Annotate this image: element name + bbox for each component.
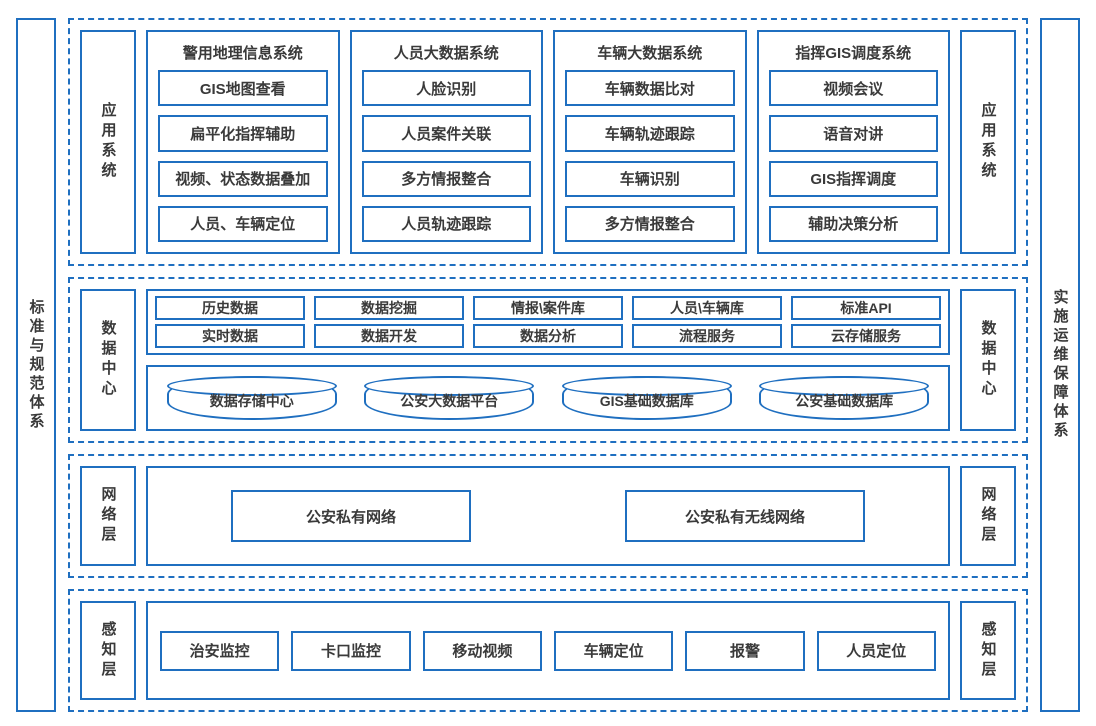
system-card-items: 车辆数据比对 车辆轨迹跟踪 车辆识别 多方情报整合 xyxy=(565,70,735,242)
right-pillar-operations: 实施运维保障体系 xyxy=(1040,18,1080,712)
layer-bands: 应用系统 警用地理信息系统 GIS地图查看 扁平化指挥辅助 视频、状态数据叠加 … xyxy=(68,18,1028,712)
data-service-chip[interactable]: 数据分析 xyxy=(473,324,623,348)
data-service-chip[interactable]: 历史数据 xyxy=(155,296,305,320)
network-label-text-left: 网络层 xyxy=(99,486,117,546)
data-service-chip[interactable]: 数据开发 xyxy=(314,324,464,348)
system-card-title: 指挥GIS调度系统 xyxy=(795,45,912,62)
perception-label-text-right: 感知层 xyxy=(979,620,997,681)
system-card-items: 人脸识别 人员案件关联 多方情报整合 人员轨迹跟踪 xyxy=(361,70,531,242)
perception-layer-label-right: 感知层 xyxy=(960,601,1016,700)
data-service-chip[interactable]: 情报\案件库 xyxy=(473,296,623,320)
system-card-title: 警用地理信息系统 xyxy=(182,45,303,62)
database-cylinder-icon[interactable]: 公安基础数据库 xyxy=(759,376,930,420)
system-card-gis[interactable]: 警用地理信息系统 GIS地图查看 扁平化指挥辅助 视频、状态数据叠加 人员、车辆… xyxy=(146,30,340,254)
database-label: 公安基础数据库 xyxy=(795,393,894,409)
network-label-text-right: 网络层 xyxy=(979,486,997,546)
system-card-items: 视频会议 语音对讲 GIS指挥调度 辅助决策分析 xyxy=(768,70,938,242)
application-layer-label-right: 应用系统 xyxy=(960,30,1016,254)
system-card-vehicle-bigdata[interactable]: 车辆大数据系统 车辆数据比对 车辆轨迹跟踪 车辆识别 多方情报整合 xyxy=(553,30,747,254)
system-item[interactable]: GIS指挥调度 xyxy=(768,160,938,197)
system-card-items: GIS地图查看 扁平化指挥辅助 视频、状态数据叠加 人员、车辆定位 xyxy=(158,70,328,242)
system-item[interactable]: 人员、车辆定位 xyxy=(158,205,328,242)
application-systems-row: 警用地理信息系统 GIS地图查看 扁平化指挥辅助 视频、状态数据叠加 人员、车辆… xyxy=(146,30,950,254)
left-pillar-label: 标准与规范体系 xyxy=(27,298,45,432)
right-pillar-label: 实施运维保障体系 xyxy=(1051,289,1069,441)
perception-item[interactable]: 移动视频 xyxy=(422,630,542,671)
data-service-chip[interactable]: 流程服务 xyxy=(632,324,782,348)
band-perception-layer: 感知层 治安监控 卡口监控 移动视频 车辆定位 报警 人员定位 感知层 xyxy=(68,589,1028,712)
band-application-layer: 应用系统 警用地理信息系统 GIS地图查看 扁平化指挥辅助 视频、状态数据叠加 … xyxy=(68,18,1028,266)
system-item[interactable]: 视频会议 xyxy=(768,70,938,107)
system-item[interactable]: 多方情报整合 xyxy=(565,205,735,242)
data-services-container: 历史数据 数据挖掘 情报\案件库 人员\车辆库 标准API 实时数据 数据开发 … xyxy=(146,289,950,355)
data-center-label-left: 数据中心 xyxy=(80,289,136,431)
database-label: GIS基础数据库 xyxy=(599,393,694,409)
database-label: 数据存储中心 xyxy=(209,393,294,409)
system-item[interactable]: 多方情报整合 xyxy=(361,160,531,197)
system-card-person-bigdata[interactable]: 人员大数据系统 人脸识别 人员案件关联 多方情报整合 人员轨迹跟踪 xyxy=(349,30,543,254)
perception-label-text-left: 感知层 xyxy=(99,620,117,681)
band-network-layer: 网络层 公安私有网络 公安私有无线网络 网络层 xyxy=(68,454,1028,578)
network-item[interactable]: 公安私有无线网络 xyxy=(625,490,865,542)
data-center-content: 历史数据 数据挖掘 情报\案件库 人员\车辆库 标准API 实时数据 数据开发 … xyxy=(146,289,950,431)
data-service-chip[interactable]: 实时数据 xyxy=(155,324,305,348)
perception-item[interactable]: 车辆定位 xyxy=(553,630,674,671)
system-item[interactable]: 人员轨迹跟踪 xyxy=(361,205,531,242)
system-item[interactable]: 车辆识别 xyxy=(565,160,735,197)
data-service-chip[interactable]: 数据挖掘 xyxy=(314,296,464,320)
system-item[interactable]: 人脸识别 xyxy=(361,70,531,107)
application-label-text-left: 应用系统 xyxy=(99,102,117,182)
data-services-grid: 历史数据 数据挖掘 情报\案件库 人员\车辆库 标准API 实时数据 数据开发 … xyxy=(155,296,941,348)
application-label-text-right: 应用系统 xyxy=(979,102,997,182)
data-center-label-right: 数据中心 xyxy=(960,289,1016,431)
left-pillar-standards: 标准与规范体系 xyxy=(16,18,56,712)
data-center-label-text-right: 数据中心 xyxy=(979,320,997,400)
network-layer-label-left: 网络层 xyxy=(80,466,136,566)
database-label: 公安大数据平台 xyxy=(400,393,499,409)
system-item[interactable]: 语音对讲 xyxy=(768,115,938,152)
system-item[interactable]: GIS地图查看 xyxy=(158,70,328,107)
network-item[interactable]: 公安私有网络 xyxy=(231,490,471,542)
perception-items-container: 治安监控 卡口监控 移动视频 车辆定位 报警 人员定位 xyxy=(146,601,950,700)
system-item[interactable]: 视频、状态数据叠加 xyxy=(158,160,328,197)
data-service-chip[interactable]: 人员\车辆库 xyxy=(632,296,782,320)
band-data-center-layer: 数据中心 历史数据 数据挖掘 情报\案件库 人员\车辆库 标准API 实时数据 … xyxy=(68,277,1028,443)
perception-item[interactable]: 人员定位 xyxy=(816,630,936,671)
database-cylinder-icon[interactable]: 数据存储中心 xyxy=(166,376,337,420)
system-item[interactable]: 车辆数据比对 xyxy=(565,70,735,107)
system-item[interactable]: 扁平化指挥辅助 xyxy=(158,115,328,152)
application-layer-label-left: 应用系统 xyxy=(80,30,136,254)
system-item[interactable]: 辅助决策分析 xyxy=(768,205,938,242)
data-service-chip[interactable]: 标准API xyxy=(791,296,941,320)
perception-item[interactable]: 卡口监控 xyxy=(291,630,411,671)
data-service-chip[interactable]: 云存储服务 xyxy=(791,324,941,348)
system-card-title: 人员大数据系统 xyxy=(393,45,499,62)
database-container: 数据存储中心 公安大数据平台 GIS基础数据库 公安基础数据库 xyxy=(146,365,950,431)
perception-item[interactable]: 治安监控 xyxy=(160,630,280,671)
database-cylinder-icon[interactable]: 公安大数据平台 xyxy=(364,376,535,420)
system-item[interactable]: 车辆轨迹跟踪 xyxy=(565,115,735,152)
network-layer-label-right: 网络层 xyxy=(960,466,1016,566)
network-items-container: 公安私有网络 公安私有无线网络 xyxy=(146,466,950,566)
data-center-label-text-left: 数据中心 xyxy=(99,320,117,400)
system-item[interactable]: 人员案件关联 xyxy=(361,115,531,152)
system-card-title: 车辆大数据系统 xyxy=(597,45,703,62)
database-cylinder-icon[interactable]: GIS基础数据库 xyxy=(561,376,732,420)
perception-layer-label-left: 感知层 xyxy=(80,601,136,700)
perception-item[interactable]: 报警 xyxy=(685,630,805,671)
system-card-gis-dispatch[interactable]: 指挥GIS调度系统 视频会议 语音对讲 GIS指挥调度 辅助决策分析 xyxy=(756,30,950,254)
